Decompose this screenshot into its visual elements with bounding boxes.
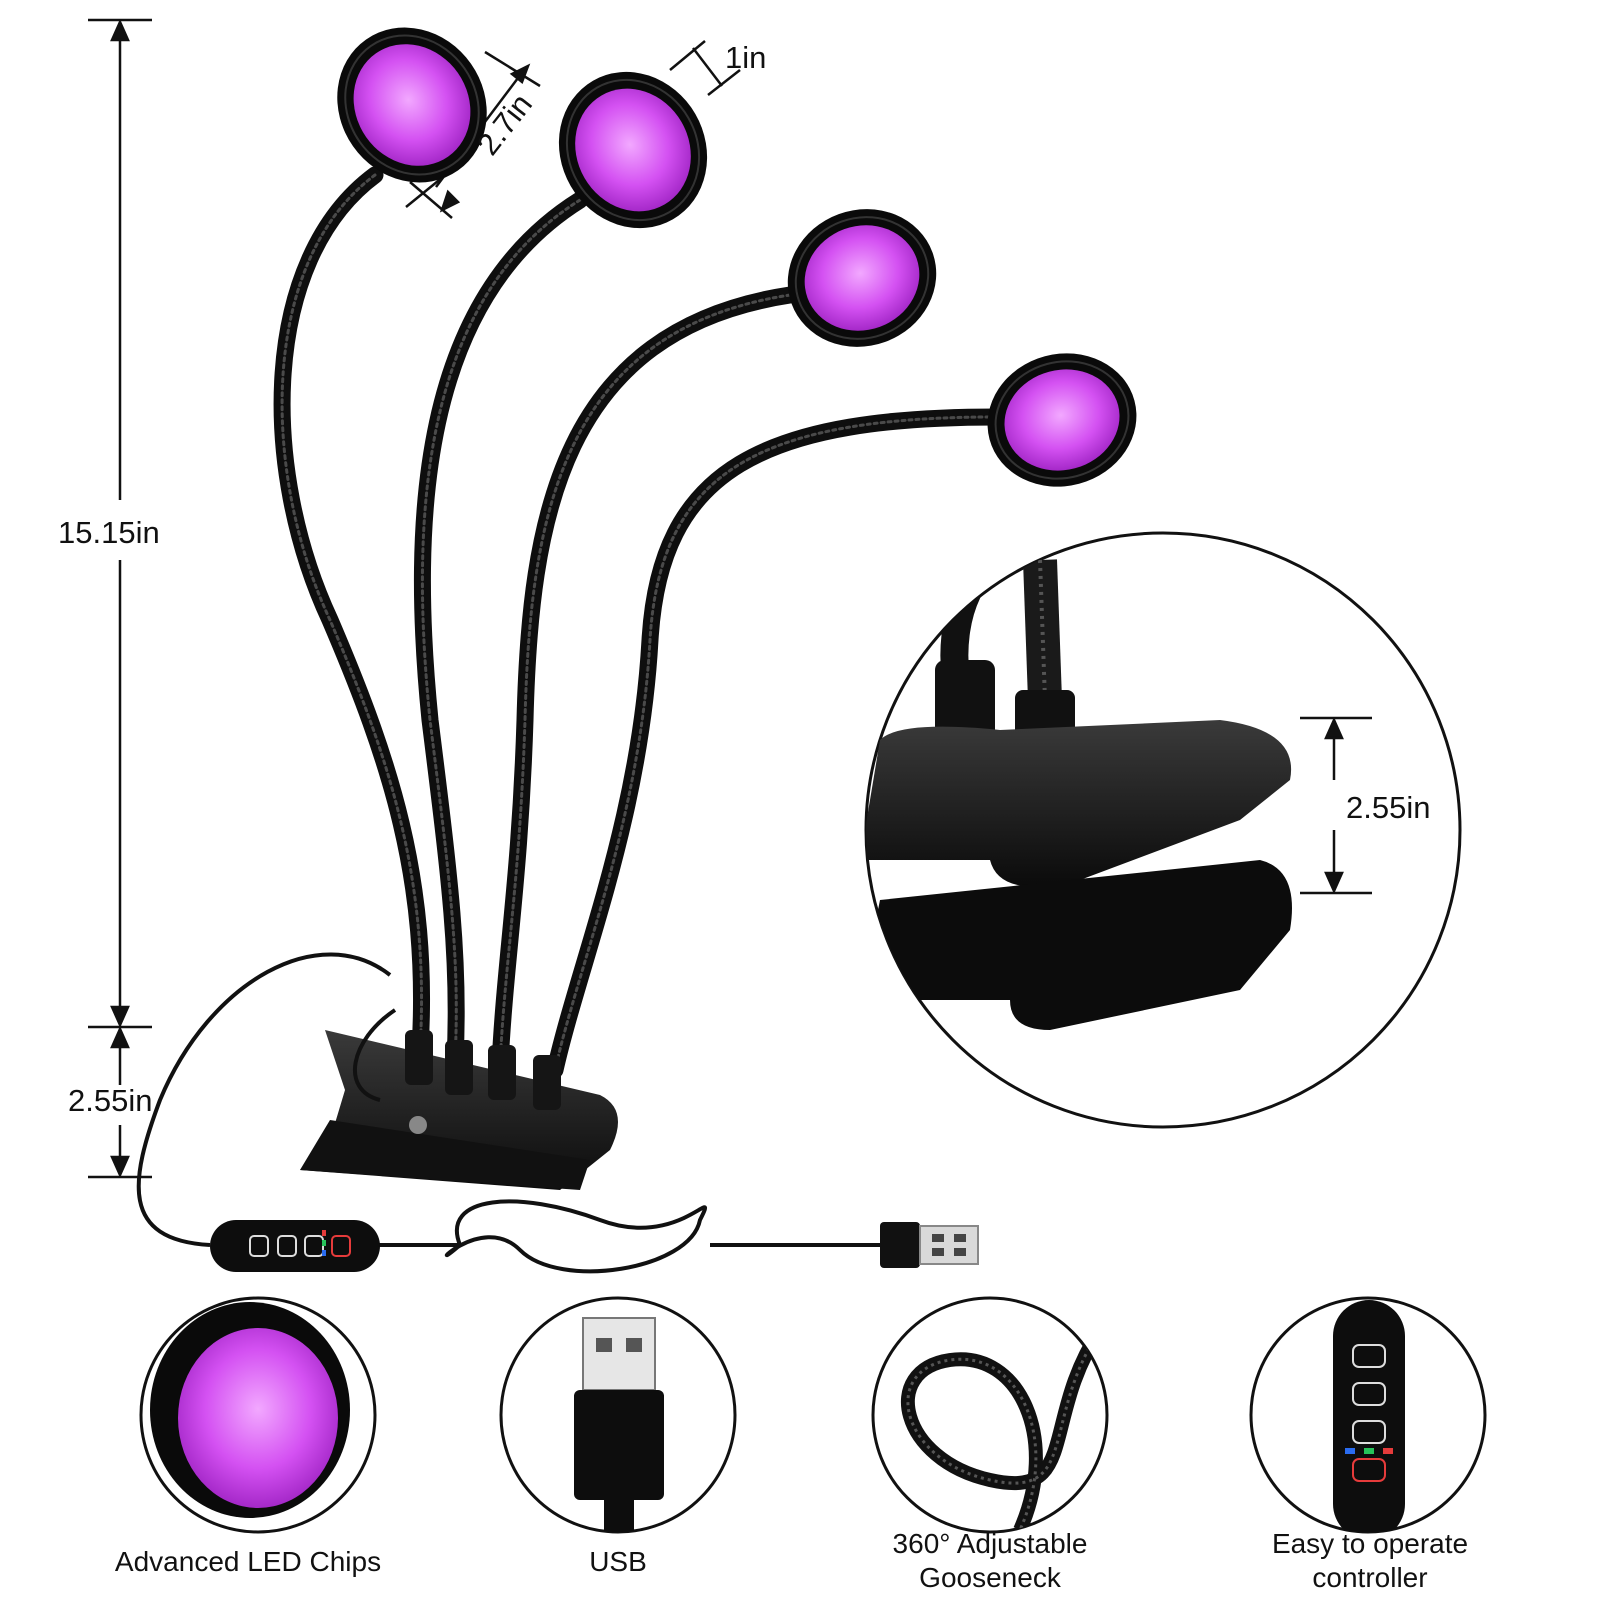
gooseneck-arms — [273, 166, 1019, 1079]
lamp-head-3 — [787, 209, 937, 347]
lamp-head-4 — [987, 353, 1137, 487]
usb-plug-icon — [574, 1317, 664, 1532]
clip-zoom — [864, 531, 1462, 1129]
feature-controller — [1249, 1296, 1487, 1534]
lamp-head-2 — [558, 71, 708, 229]
feature-caption-gooseneck: 360° Adjustable Gooseneck — [892, 1528, 1088, 1593]
lamp-heads — [337, 27, 1137, 487]
clip-base — [300, 1030, 618, 1190]
head-thickness-label: 1in — [725, 40, 767, 75]
feature-gooseneck — [871, 1296, 1109, 1534]
power-cable — [136, 952, 880, 1274]
feature-caption-controller: Easy to operate controller — [1271, 1528, 1469, 1593]
clip-zoom-height-label: 2.55in — [1346, 790, 1431, 825]
feature-usb — [499, 1296, 737, 1534]
usb-connector — [880, 1222, 979, 1268]
feature-led-chips — [139, 1296, 377, 1534]
lamp-head-1 — [337, 27, 487, 183]
led-head-icon — [150, 1302, 350, 1518]
gooseneck-icon — [901, 1326, 1106, 1532]
inline-controller — [210, 1220, 380, 1272]
controller-icon — [1333, 1300, 1405, 1532]
feature-caption-usb: USB — [589, 1546, 647, 1577]
dimension-lines — [88, 18, 741, 1179]
feature-caption-led: Advanced LED Chips — [114, 1546, 382, 1577]
power-icon — [1352, 1458, 1386, 1482]
clip-height-label: 2.55in — [68, 1083, 153, 1118]
total-height-label: 15.15in — [58, 515, 160, 550]
